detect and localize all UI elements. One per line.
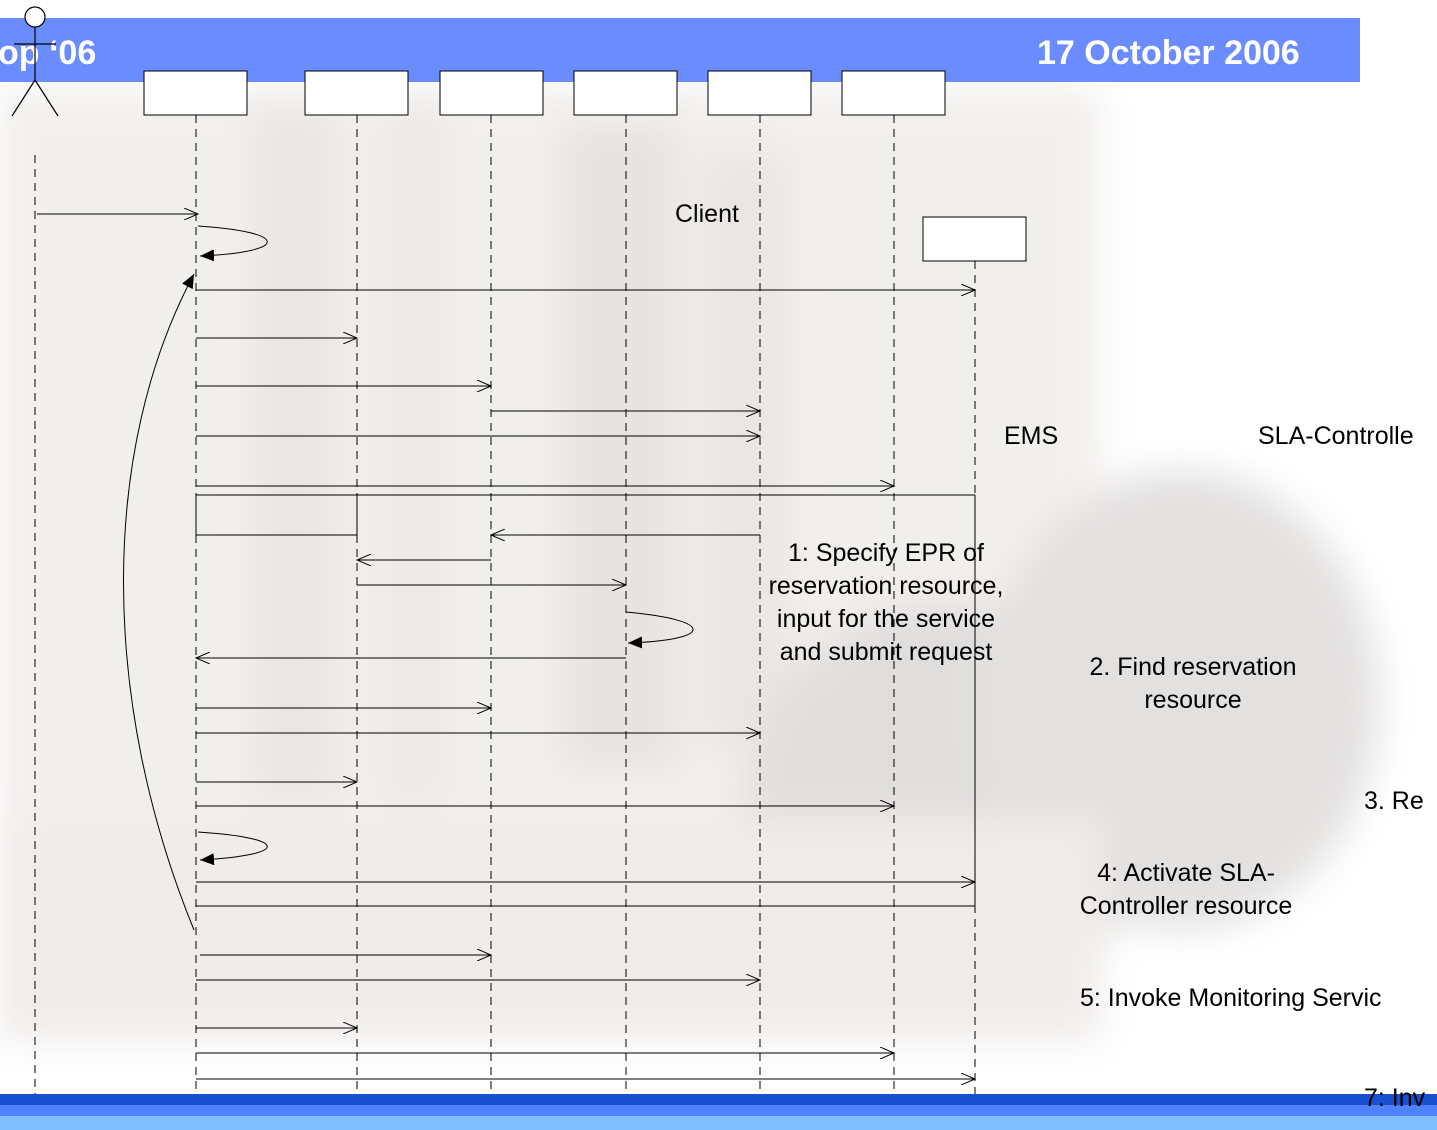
footer-bars bbox=[0, 1094, 1437, 1130]
label-step2: 2. Find reservation resource bbox=[1054, 651, 1332, 717]
lifeline-head-5 bbox=[708, 71, 811, 115]
label-step7: 7: Inv bbox=[1364, 1082, 1425, 1115]
label-step4-line: 4: Activate SLA- bbox=[1046, 857, 1326, 890]
lifeline-head-7 bbox=[923, 217, 1026, 261]
lifeline-head-4 bbox=[574, 71, 677, 115]
label-step1-line: and submit request bbox=[736, 636, 1036, 669]
label-ems: EMS bbox=[1004, 420, 1058, 453]
label-step5: 5: Invoke Monitoring Servic bbox=[1080, 982, 1382, 1015]
label-step1: 1: Specify EPR of reservation resource, … bbox=[736, 537, 1036, 669]
self-call-arrow bbox=[198, 226, 267, 256]
footer-bar-mid bbox=[0, 1105, 1437, 1116]
messages bbox=[35, 214, 975, 1126]
label-step4: 4: Activate SLA- Controller resource bbox=[1046, 857, 1326, 923]
label-step2-line: 2. Find reservation bbox=[1054, 651, 1332, 684]
label-sla-controller: SLA-Controlle bbox=[1258, 420, 1414, 453]
lifeline-head-1 bbox=[144, 71, 247, 115]
lifeline-head-3 bbox=[440, 71, 543, 115]
label-step1-line: reservation resource, bbox=[736, 570, 1036, 603]
label-step3: 3. Re bbox=[1364, 785, 1424, 818]
label-step2-line: resource bbox=[1054, 684, 1332, 717]
self-call-arrow bbox=[198, 832, 267, 860]
footer-bar-dark bbox=[0, 1094, 1437, 1105]
footer-bar-light bbox=[0, 1116, 1437, 1130]
loop-back-arrow bbox=[124, 274, 195, 930]
self-call-arrow bbox=[626, 612, 693, 643]
lifeline-head-6 bbox=[842, 71, 945, 115]
stick-figure-actor-icon bbox=[12, 7, 58, 116]
label-step1-line: 1: Specify EPR of bbox=[736, 537, 1036, 570]
lifeline-head-2 bbox=[305, 71, 408, 115]
activation-box bbox=[196, 495, 357, 535]
label-step4-line: Controller resource bbox=[1046, 890, 1326, 923]
label-step1-line: input for the service bbox=[736, 603, 1036, 636]
label-client: Client bbox=[675, 198, 739, 231]
